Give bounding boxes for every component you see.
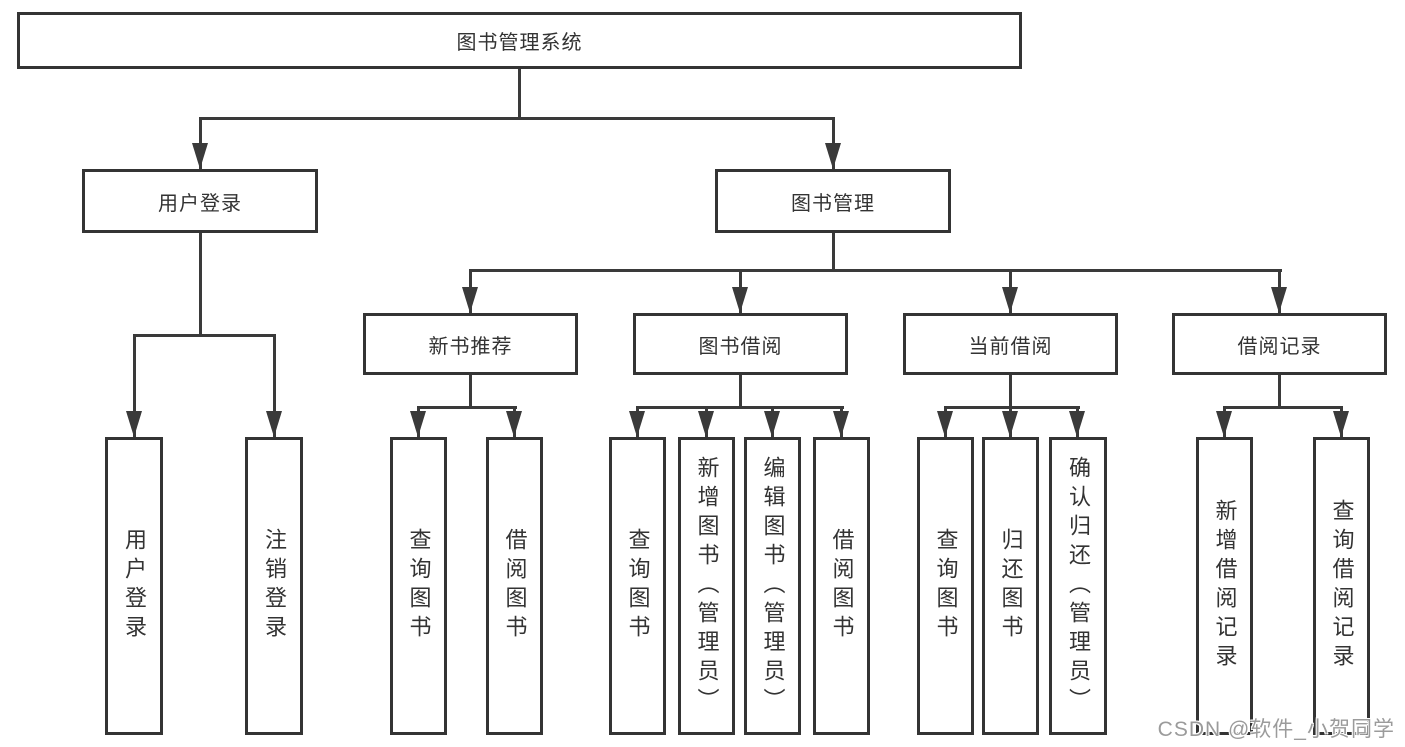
node-new-book-recommend-label: 新书推荐: [428, 335, 513, 358]
leaf-borrow-books-label: 借阅图书: [829, 528, 855, 644]
edge-user-login-bar: [133, 334, 276, 337]
arrowhead-book-borrow: [732, 287, 748, 313]
edge-book-borrow-bar: [636, 406, 844, 409]
leaf-add-book-admin: 新增图书（管理员）: [678, 437, 735, 735]
leaf-add-book-admin-label: 新增图书（管理员）: [694, 455, 720, 717]
node-borrow-records-label: 借阅记录: [1237, 335, 1322, 358]
edge-root-bar: [199, 117, 835, 120]
leaf-borrow-books-recommend: 借阅图书: [486, 437, 543, 735]
node-book-borrow: 图书借阅: [633, 313, 848, 375]
node-book-management-label: 图书管理: [791, 192, 875, 215]
leaf-query-books-recommend: 查询图书: [390, 437, 447, 735]
leaf-query-books-borrow-label: 查询图书: [625, 528, 651, 644]
edge-user-login-stem: [199, 233, 202, 336]
arrowhead-leaf-logout: [266, 411, 282, 437]
arrowhead-book-management: [825, 143, 841, 169]
arrowhead-new-book-recommend: [462, 287, 478, 313]
arrowhead-query-books-current: [937, 411, 953, 437]
leaf-borrow-books: 借阅图书: [813, 437, 870, 735]
leaf-borrow-books-recommend-label: 借阅图书: [502, 528, 528, 644]
arrowhead-user-login: [192, 143, 208, 169]
arrowhead-query-books-borrow: [629, 411, 645, 437]
arrowhead-borrow-books: [833, 411, 849, 437]
node-root-label: 图书管理系统: [456, 32, 583, 54]
edge-borrow-records-stem: [1278, 375, 1281, 408]
edge-borrow-records-bar: [1223, 406, 1343, 409]
arrowhead-borrow-books-recommend: [506, 411, 522, 437]
edge-book-borrow-stem: [739, 375, 742, 408]
edge-root-stem: [518, 68, 521, 118]
leaf-edit-book-admin-label: 编辑图书（管理员）: [760, 455, 786, 717]
node-current-borrow: 当前借阅: [903, 313, 1118, 375]
arrowhead-leaf-user-login: [126, 411, 142, 437]
leaf-add-borrow-record-label: 新增借阅记录: [1212, 499, 1238, 673]
edge-drop-leaf-user-login: [133, 334, 136, 437]
edge-new-book-recommend-stem: [469, 375, 472, 408]
arrowhead-add-borrow-record: [1216, 411, 1232, 437]
node-user-login: 用户登录: [82, 169, 318, 233]
leaf-return-book: 归还图书: [982, 437, 1039, 735]
node-book-management: 图书管理: [715, 169, 951, 233]
leaf-logout-label: 注销登录: [262, 528, 287, 644]
leaf-add-borrow-record: 新增借阅记录: [1196, 437, 1253, 735]
arrowhead-confirm-return-admin: [1069, 411, 1085, 437]
edge-new-book-recommend-bar: [417, 406, 517, 409]
edge-book-management-bar: [469, 269, 1282, 272]
node-user-login-label: 用户登录: [158, 192, 242, 215]
leaf-query-borrow-record: 查询借阅记录: [1313, 437, 1370, 735]
node-new-book-recommend: 新书推荐: [363, 313, 578, 375]
leaf-logout: 注销登录: [245, 437, 303, 735]
edge-current-borrow-stem: [1009, 375, 1012, 408]
node-book-borrow-label: 图书借阅: [698, 335, 783, 358]
leaf-edit-book-admin: 编辑图书（管理员）: [744, 437, 801, 735]
node-borrow-records: 借阅记录: [1172, 313, 1387, 375]
arrowhead-current-borrow: [1002, 287, 1018, 313]
arrowhead-add-book-admin: [698, 411, 714, 437]
leaf-user-login: 用户登录: [105, 437, 163, 735]
leaf-user-login-label: 用户登录: [122, 528, 147, 644]
leaf-return-book-label: 归还图书: [998, 528, 1024, 644]
leaf-confirm-return-admin: 确认归还（管理员）: [1049, 437, 1107, 735]
edge-book-management-stem: [832, 233, 835, 271]
arrowhead-borrow-records: [1271, 287, 1287, 313]
leaf-query-books-recommend-label: 查询图书: [406, 528, 432, 644]
leaf-query-books-current-label: 查询图书: [933, 528, 959, 644]
arrowhead-query-books-recommend: [410, 411, 426, 437]
watermark: CSDN @软件_小贺同学: [1157, 718, 1395, 741]
leaf-query-books-current: 查询图书: [917, 437, 974, 735]
arrowhead-edit-book-admin: [764, 411, 780, 437]
arrowhead-query-borrow-record: [1333, 411, 1349, 437]
leaf-query-borrow-record-label: 查询借阅记录: [1329, 499, 1355, 673]
leaf-confirm-return-admin-label: 确认归还（管理员）: [1066, 455, 1091, 717]
edge-current-borrow-bar: [944, 406, 1080, 409]
node-root: 图书管理系统: [17, 12, 1022, 69]
arrowhead-return-book: [1002, 411, 1018, 437]
leaf-query-books-borrow: 查询图书: [609, 437, 666, 735]
edge-drop-leaf-logout: [273, 334, 276, 437]
node-current-borrow-label: 当前借阅: [968, 335, 1053, 358]
